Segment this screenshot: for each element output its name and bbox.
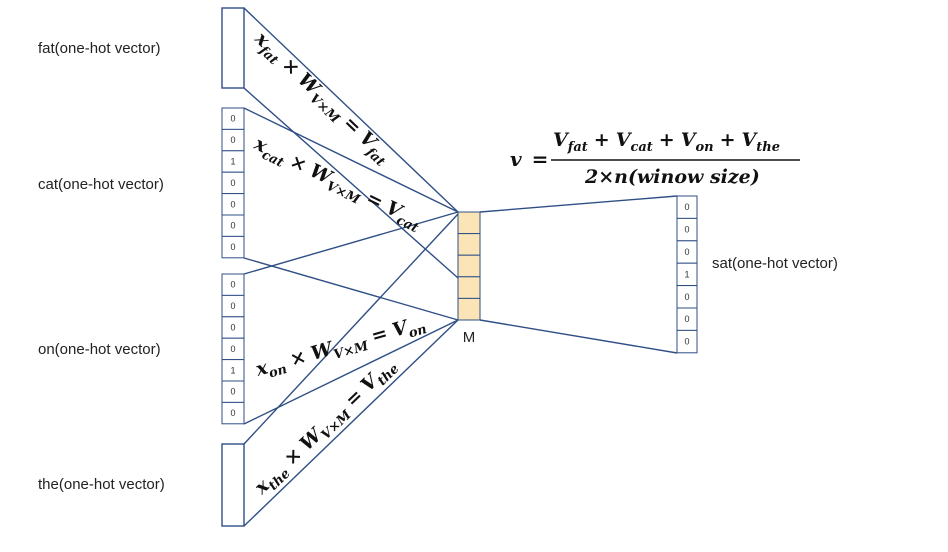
m-to-sat-top-line [479,195,678,213]
on-vector-cell-value: 0 [230,344,235,354]
on-top-edge-line [243,211,459,275]
on-vector-cell [221,401,245,425]
cat-vector-cell-value: 1 [230,157,235,167]
sat-vector-cell-value: 1 [684,269,689,279]
on-vector-cell-value: 0 [230,323,235,333]
hidden-layer-cell [457,297,481,321]
cat-vector-cell-value: 0 [230,135,235,145]
hidden-layer-m [457,211,481,321]
m-to-sat-bottom-line [479,319,678,354]
cat-bottom-edge-line [243,257,459,321]
sat-label: sat(one-hot vector) [712,255,838,272]
the-top-edge-line [243,213,459,445]
on-vector: 0 0 0 0 1 0 0 [221,273,245,425]
hidden-layer-cell [457,211,481,235]
cat-vector-cell-value: 0 [230,199,235,209]
on-label: on(one-hot vector) [38,341,161,358]
on-vector-cell-value: 1 [230,365,235,375]
sat-vector-cell-value: 0 [684,337,689,347]
on-vector-cell-value: 0 [230,280,235,290]
cat-vector: 0 0 1 0 0 0 0 [221,107,245,259]
fat-label: fat(one-hot vector) [38,40,161,57]
sat-vector-cell-value: 0 [684,314,689,324]
cat-top-edge-line [243,107,459,213]
average-formula-lhs: v= [510,147,548,171]
the-bottom-edge-line [243,319,459,527]
on-equation: xon×WV×M=Von [252,311,428,384]
hidden-layer-cell [457,254,481,278]
cat-vector-cell-value: 0 [230,242,235,252]
cat-equation: xcat×WV×M=Vcat [248,132,425,236]
sat-vector-cell [676,329,698,354]
hidden-layer-cell [457,233,481,256]
sat-vector-cell-value: 0 [684,247,689,257]
average-formula: v= Vfat+Vcat+Von+Vthe 2×n(winow size) [510,129,800,188]
the-vector-box [221,443,245,527]
fat-vector [221,7,245,89]
on-vector-cell-value: 0 [230,387,235,397]
cat-vector-cell [221,235,245,259]
fat-bottom-edge-line [243,87,459,279]
hidden-layer-label: M [463,329,476,346]
fat-vector-box [221,7,245,89]
average-formula-denominator: 2×n(winow size) [584,166,760,188]
connection-lines [243,7,678,527]
on-vector-cell-value: 0 [230,408,235,418]
cat-label: cat(one-hot vector) [38,176,164,193]
cat-vector-cell-value: 0 [230,114,235,124]
sat-vector-cell-value: 0 [684,202,689,212]
the-vector [221,443,245,527]
sat-vector: 0 0 0 1 0 0 0 [676,195,698,354]
cat-vector-cell-value: 0 [230,221,235,231]
fat-top-edge-line [243,7,459,213]
the-label: the(one-hot vector) [38,476,165,493]
average-formula-numerator: Vfat+Vcat+Von+Vthe [553,129,780,155]
sat-vector-cell-value: 0 [684,225,689,235]
on-vector-cell-value: 0 [230,301,235,311]
cat-vector-cell-value: 0 [230,178,235,188]
hidden-layer-cell [457,276,481,299]
sat-vector-cell-value: 0 [684,292,689,302]
